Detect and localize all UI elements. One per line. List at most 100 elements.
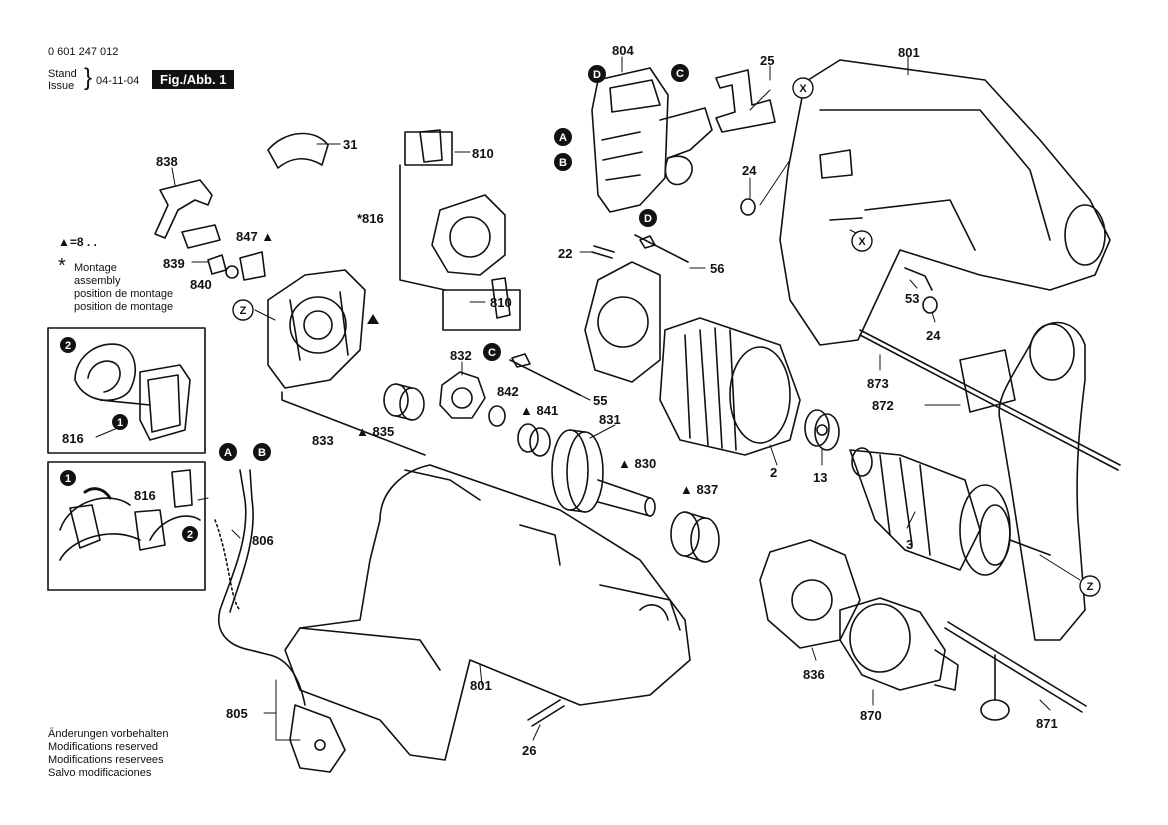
ref-z-left: Z [232, 299, 254, 321]
housing-801-top [779, 59, 1111, 346]
svg-text:C: C [676, 68, 684, 80]
gear-shaft-830 [551, 429, 656, 517]
legend-assembly-2: assembly [74, 275, 121, 287]
label-870: 870 [860, 708, 882, 723]
handle-872 [859, 321, 1121, 641]
footer-line-2: Modifications reserved [48, 741, 159, 753]
part-labels: 804 25 801 31 838 810 *816 24 22 56 847 … [62, 43, 1058, 758]
callout-1-inset2: 1 [60, 470, 76, 486]
svg-text:B: B [258, 447, 266, 459]
label-805: 805 [226, 706, 248, 721]
callout-b-top: B [554, 153, 572, 171]
label-871: 871 [1036, 716, 1058, 731]
washer-840 [225, 265, 239, 279]
inset-box-2 [47, 461, 206, 591]
part-839 [207, 254, 227, 275]
svg-text:B: B [559, 157, 567, 169]
label-816-star: *816 [357, 211, 384, 226]
svg-text:X: X [858, 236, 866, 248]
callout-a-top: A [554, 128, 572, 146]
label-842: 842 [497, 384, 519, 399]
ref-x-top: X [792, 77, 814, 99]
bearing-837 [670, 511, 720, 563]
svg-text:Z: Z [240, 305, 247, 317]
bearing-13 [804, 409, 840, 451]
legend-triangle: ▲=8 . . [58, 235, 97, 249]
label-873: 873 [867, 376, 889, 391]
screw-22 [591, 245, 615, 259]
cap-31 [267, 132, 329, 169]
triangle-markers [367, 314, 379, 324]
bearing-shield-833 [267, 269, 366, 389]
label-804: 804 [612, 43, 634, 58]
callout-2-inset1: 2 [60, 337, 76, 353]
part-number: 0 601 247 012 [48, 46, 119, 58]
ref-x-mid: X [851, 230, 873, 252]
gear-housing-836 [759, 539, 861, 649]
label-2: 2 [770, 465, 777, 480]
bracket-25 [715, 69, 776, 133]
issue-label: Issue [48, 80, 75, 92]
switch-804 [591, 67, 713, 213]
inset-2-detail [59, 469, 201, 561]
clip-53 [904, 267, 933, 291]
stator-2 [659, 317, 801, 456]
callout-c-mid: C [483, 343, 501, 361]
washer-842 [488, 405, 506, 427]
bracket-810-top [404, 131, 453, 166]
label-55: 55 [593, 393, 607, 408]
chuck-870 [839, 597, 959, 691]
label-832: 832 [450, 348, 472, 363]
label-56: 56 [710, 261, 724, 276]
svg-text:D: D [644, 213, 652, 225]
label-31: 31 [343, 137, 357, 152]
lever-838 [154, 179, 213, 239]
svg-text:A: A [559, 132, 567, 144]
svg-text:1: 1 [117, 417, 123, 429]
bearing-835 [383, 383, 425, 421]
legend-asterisk: * [58, 255, 66, 277]
callout-2-inset2: 2 [182, 526, 198, 542]
label-847: 847 ▲ [236, 229, 274, 244]
label-24-bottom: 24 [926, 328, 941, 343]
brush-holder [509, 234, 689, 396]
svg-text:X: X [799, 83, 807, 95]
ref-z-right: Z [1079, 575, 1101, 597]
label-26: 26 [522, 743, 536, 758]
label-3: 3 [906, 537, 913, 552]
label-25: 25 [760, 53, 774, 68]
footer-line-4: Salvo modificaciones [48, 767, 152, 779]
svg-text:2: 2 [187, 529, 193, 541]
footer-line-3: Modifications reservees [48, 754, 164, 766]
washer-24-bottom [922, 296, 938, 314]
footer-line-1: Änderungen vorbehalten [48, 728, 169, 740]
callout-d-top: D [588, 65, 606, 83]
svg-text:2: 2 [65, 340, 71, 352]
legend-assembly-3: position de montage [74, 288, 174, 300]
stand-label: Stand [48, 68, 77, 80]
figure-label: Fig./Abb. 1 [152, 70, 235, 89]
black-callouts: D C A B D C A B [60, 64, 689, 542]
svg-text:A: A [224, 447, 232, 459]
label-833: 833 [312, 433, 334, 448]
coupling-841 [517, 423, 551, 457]
reference-markers: X X Z Z [232, 77, 1101, 597]
stand-brace: } [84, 64, 93, 91]
label-830: ▲ 830 [618, 456, 656, 471]
label-24-top: 24 [742, 163, 757, 178]
label-22: 22 [558, 246, 572, 261]
label-810-top: 810 [472, 146, 494, 161]
label-801-top: 801 [898, 45, 920, 60]
power-cord-806 [214, 469, 306, 706]
svg-text:1: 1 [65, 473, 71, 485]
label-841: ▲ 841 [520, 403, 558, 418]
callout-b-cord: B [253, 443, 271, 461]
svg-text:C: C [488, 347, 496, 359]
washer-24-top [740, 198, 756, 216]
label-831: 831 [599, 412, 621, 427]
key-871 [944, 621, 1087, 721]
svg-text:D: D [593, 69, 601, 81]
armature-3 [849, 447, 1051, 576]
part-847 [239, 251, 266, 281]
label-835: ▲ 835 [356, 424, 394, 439]
